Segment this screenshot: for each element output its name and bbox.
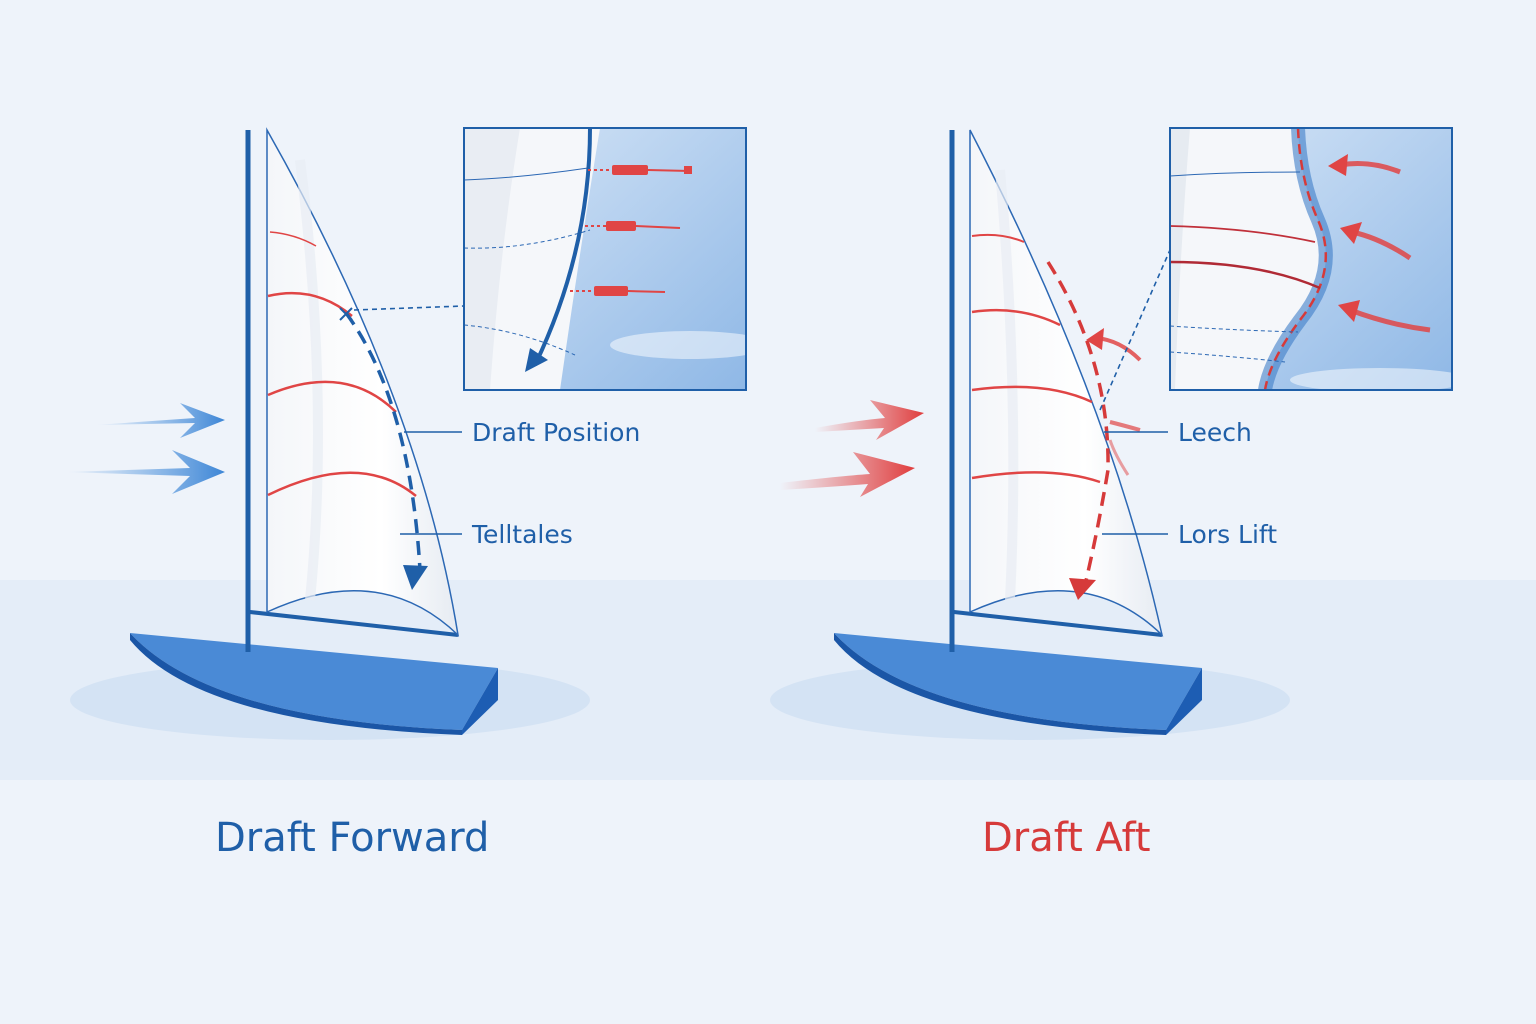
wind-arrow-icon xyxy=(780,400,924,497)
airflow-arrow-icon xyxy=(1328,154,1401,176)
telltales-label: Telltales xyxy=(471,520,573,549)
hull xyxy=(834,633,1202,735)
draft-forward-title: Draft Forward xyxy=(215,815,489,861)
inset-leader-line xyxy=(353,305,465,311)
hull xyxy=(130,633,498,735)
draft-aft-panel: Leech Lors Lift Draft Aft xyxy=(780,127,1453,861)
boom xyxy=(953,610,1163,637)
airflow-arrow-icon xyxy=(1086,328,1142,476)
wind-arrow-icon xyxy=(65,403,225,494)
telltale-icon xyxy=(585,221,681,231)
leech-inset xyxy=(1169,127,1453,391)
boom xyxy=(249,610,459,637)
mainsail xyxy=(266,127,460,638)
telltale-icon xyxy=(570,286,666,296)
telltale-icon xyxy=(588,165,692,175)
airflow-arrow-icon xyxy=(1338,300,1431,333)
airflow-arrow-icon xyxy=(1340,222,1412,261)
draft-aft-title: Draft Aft xyxy=(982,815,1151,861)
draft-position-label: Draft Position xyxy=(472,418,640,447)
lors-lift-label: Lors Lift xyxy=(1178,520,1277,549)
draft-forward-panel: Draft Position Telltales Draft Forward xyxy=(65,127,747,861)
draft-curve-arrow-icon xyxy=(1046,261,1110,600)
telltale-inset xyxy=(463,127,747,391)
mainsail xyxy=(969,129,1164,638)
leech-label: Leech xyxy=(1178,418,1252,447)
draft-curve-arrow-icon xyxy=(339,307,428,590)
inset-leader-line xyxy=(1099,249,1171,411)
